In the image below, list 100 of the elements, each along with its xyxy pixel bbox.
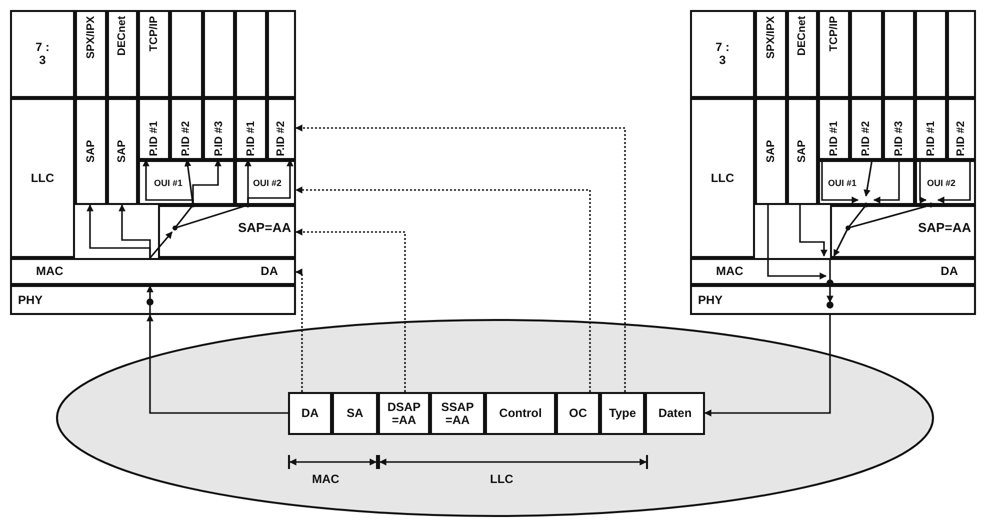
- stack-cell: [755, 98, 787, 205]
- stack-cell: [107, 98, 138, 205]
- stack-cell: [10, 10, 75, 98]
- layer-label: PHY: [698, 294, 723, 306]
- layer-label: 7 : 3: [35, 41, 50, 67]
- stack-cell: [947, 98, 976, 160]
- layer-label: SPX/IPX: [84, 16, 98, 59]
- stack-cell: [107, 10, 138, 98]
- dotted-arrow: [295, 124, 626, 392]
- arrow: [821, 160, 859, 204]
- stack-cell: [138, 160, 235, 205]
- field-label: Control: [498, 407, 543, 420]
- layer-label: SAP: [796, 140, 809, 163]
- layer-label: DA: [260, 265, 278, 278]
- frame-field: [645, 392, 705, 435]
- dotted-arrow: [295, 228, 406, 392]
- field-label: OC: [568, 407, 588, 420]
- layer-label: P.ID #2: [955, 120, 968, 156]
- layer-label: P.ID #1: [244, 120, 258, 156]
- layer-label: P.ID #3: [212, 120, 226, 156]
- field-label: SSAP =AA: [440, 400, 475, 426]
- stack-cell: [850, 98, 883, 160]
- arrow: [864, 160, 873, 197]
- stack-cell: [690, 10, 755, 98]
- stack-cell: [235, 10, 267, 98]
- stack-cell: [883, 98, 915, 160]
- stack-cell: [203, 10, 235, 98]
- stack-cell: [138, 10, 170, 98]
- layer-label: SAP: [84, 140, 98, 163]
- stack-cell: [158, 205, 296, 258]
- layer-label: MAC: [36, 265, 64, 278]
- stack-cell: [235, 160, 296, 205]
- frame-field: [288, 392, 332, 435]
- dimension-label: MAC: [312, 472, 340, 486]
- layer-label: TCP/IP: [828, 16, 840, 52]
- stack-cell: [170, 98, 203, 160]
- stack-cell: [830, 205, 976, 258]
- stack-cell: [203, 98, 235, 160]
- stack-cell: [690, 98, 755, 258]
- layer-label: P.ID #1: [924, 120, 938, 156]
- stack-cell: [267, 98, 296, 160]
- stack-cell: [883, 10, 915, 98]
- layer-label: LLC: [710, 172, 734, 184]
- arrow: [937, 160, 971, 204]
- arrow: [799, 205, 828, 257]
- layer-label: DA: [940, 265, 958, 278]
- arrow: [149, 231, 173, 259]
- layer-label: P.ID #1: [828, 120, 840, 156]
- field-label: SA: [346, 407, 364, 420]
- layer-label: DECnet: [796, 16, 809, 56]
- stack-cell: [818, 160, 915, 205]
- layer-label: SAP=AA: [918, 221, 972, 234]
- arrow: [118, 204, 151, 258]
- layer-label: P.ID #2: [275, 120, 288, 156]
- layer-label: SAP=AA: [238, 221, 292, 234]
- layer-label: PHY: [18, 294, 43, 306]
- layer-label: MAC: [716, 265, 744, 278]
- stack-cell: [267, 10, 296, 98]
- layer-label: SAP: [764, 140, 778, 163]
- frame-field: [556, 392, 600, 435]
- arrow: [704, 315, 831, 416]
- stack-cell: [75, 10, 107, 98]
- arrow: [919, 160, 927, 204]
- oui-label: OUI #2: [927, 177, 956, 190]
- arrow: [192, 159, 222, 205]
- stack-cell: [138, 98, 170, 160]
- arrow: [247, 159, 294, 205]
- arrow: [833, 228, 849, 257]
- layer-label: SPX/IPX: [764, 16, 778, 59]
- stack-cell: [787, 10, 818, 98]
- layer-label: P.ID #1: [148, 120, 160, 156]
- stack-cell: [850, 10, 883, 98]
- stack-cell: [10, 285, 296, 315]
- frame-field: [378, 392, 430, 435]
- frame-field: [485, 392, 556, 435]
- stack-cell: [690, 285, 976, 315]
- dimension-label: LLC: [490, 472, 514, 486]
- stack-cell: [787, 98, 818, 205]
- layer-label: TCP/IP: [148, 16, 160, 52]
- arrow: [146, 314, 288, 414]
- layer-label: P.ID #3: [892, 120, 906, 156]
- frame-field: [332, 392, 378, 435]
- stack-cell: [235, 98, 267, 160]
- arrow: [767, 205, 827, 280]
- frame-field: [600, 392, 645, 435]
- layer-label: SAP: [116, 140, 129, 163]
- oui-label: OUI #1: [154, 177, 183, 190]
- stack-cell: [75, 98, 107, 205]
- arrow: [146, 285, 154, 313]
- field-label: DSAP =AA: [386, 400, 422, 426]
- stack-cell: [170, 10, 203, 98]
- stack-cell: [915, 98, 947, 160]
- stack-cell: [915, 160, 976, 205]
- stack-cell: [10, 98, 75, 258]
- stack-cell: [755, 10, 787, 98]
- layer-label: P.ID #2: [180, 120, 193, 156]
- stack-cell: [818, 10, 850, 98]
- layer-label: P.ID #2: [860, 120, 873, 156]
- stack-cell: [818, 98, 850, 160]
- arrow: [873, 160, 900, 204]
